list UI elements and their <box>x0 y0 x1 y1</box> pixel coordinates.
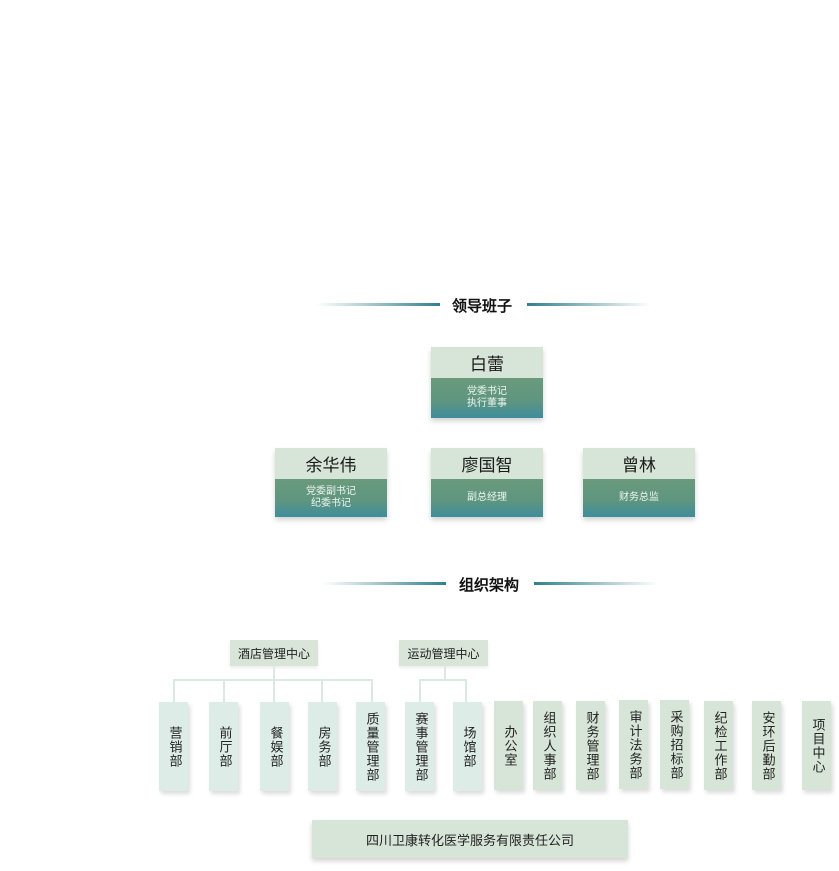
connector-line <box>465 679 467 702</box>
department-box: 项目中心 <box>802 701 831 790</box>
leader-roles: 党委副书记 纪委书记 <box>275 479 387 517</box>
department-box: 组织人事部 <box>533 701 562 790</box>
department-label: 场馆部 <box>460 725 476 768</box>
department-box: 纪检工作部 <box>704 701 733 790</box>
department-label: 安环后勤部 <box>759 710 775 781</box>
leader-roles: 副总经理 <box>431 479 543 517</box>
connector-line <box>371 679 373 702</box>
company-box: 四川卫康转化医学服务有限责任公司 <box>312 820 628 858</box>
department-label: 餐娱部 <box>267 725 283 768</box>
heading-rule-right <box>527 303 651 306</box>
department-box: 餐娱部 <box>260 702 289 791</box>
heading-rule-left <box>316 303 440 306</box>
connector-line <box>173 679 175 702</box>
heading-rule-right <box>534 582 658 585</box>
leader-card: 白蕾 党委书记 执行董事 <box>431 347 543 418</box>
heading-rule-left <box>322 582 446 585</box>
connector-line <box>444 666 446 680</box>
connector-line <box>419 679 467 681</box>
company-name: 四川卫康转化医学服务有限责任公司 <box>365 833 574 849</box>
leader-roles: 财务总监 <box>583 479 695 517</box>
center-label: 酒店管理中心 <box>237 646 310 661</box>
department-box: 财务管理部 <box>576 701 605 790</box>
leader-name: 廖国智 <box>431 448 543 479</box>
leader-name: 余华伟 <box>275 448 387 479</box>
department-box: 安环后勤部 <box>752 701 781 790</box>
department-label: 采购招标部 <box>667 709 683 780</box>
department-label: 项目中心 <box>809 717 825 774</box>
leader-card: 余华伟 党委副书记 纪委书记 <box>275 448 387 517</box>
leader-role: 党委副书记 <box>306 486 356 497</box>
department-label: 赛事管理部 <box>412 711 428 782</box>
connector-line <box>273 679 275 702</box>
department-box: 营销部 <box>159 702 188 791</box>
department-box: 质量管理部 <box>356 702 385 791</box>
department-label: 前厅部 <box>216 725 232 768</box>
department-label: 财务管理部 <box>583 710 599 781</box>
leader-role: 财务总监 <box>619 492 659 503</box>
department-label: 营销部 <box>166 725 182 768</box>
leader-name: 白蕾 <box>431 347 543 378</box>
leader-name: 曾林 <box>583 448 695 479</box>
leader-role: 纪委书记 <box>311 498 351 509</box>
connector-line <box>273 666 275 680</box>
department-box: 采购招标部 <box>660 700 689 789</box>
connector-line <box>321 679 323 702</box>
connector-line <box>223 679 225 702</box>
organization-title: 组织架构 <box>459 576 520 594</box>
center-box-hotel: 酒店管理中心 <box>230 640 318 666</box>
department-label: 组织人事部 <box>540 710 556 781</box>
department-label: 纪检工作部 <box>711 710 727 781</box>
department-box: 赛事管理部 <box>405 702 434 791</box>
leadership-title: 领导班子 <box>452 297 513 315</box>
leader-card: 曾林 财务总监 <box>583 448 695 517</box>
connector-line <box>419 679 421 702</box>
department-box: 场馆部 <box>453 702 482 791</box>
department-box: 办公室 <box>494 701 523 790</box>
leader-role: 副总经理 <box>467 492 507 503</box>
department-label: 质量管理部 <box>363 711 379 782</box>
department-label: 办公室 <box>501 724 517 767</box>
center-box-sports: 运动管理中心 <box>399 640 488 666</box>
leader-role: 执行董事 <box>467 398 507 409</box>
leader-card: 廖国智 副总经理 <box>431 448 543 517</box>
department-box: 房务部 <box>308 702 337 791</box>
department-label: 房务部 <box>315 725 331 768</box>
center-label: 运动管理中心 <box>407 646 480 661</box>
department-box: 前厅部 <box>209 702 238 791</box>
department-label: 审计法务部 <box>626 709 642 780</box>
leader-role: 党委书记 <box>467 386 507 397</box>
department-box: 审计法务部 <box>619 700 648 789</box>
leader-roles: 党委书记 执行董事 <box>431 378 543 418</box>
